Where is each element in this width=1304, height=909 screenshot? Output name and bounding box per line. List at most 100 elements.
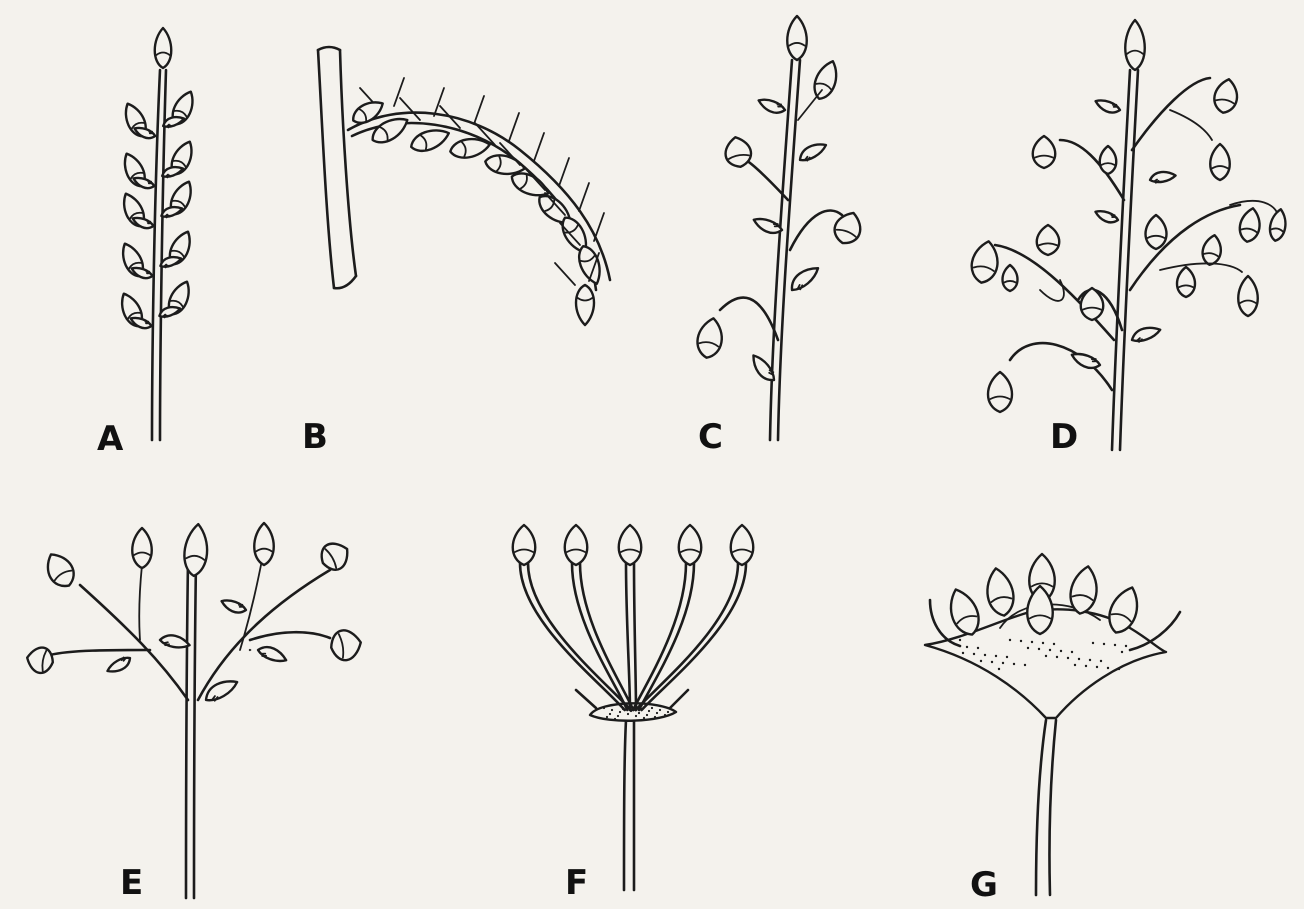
bud-outline (155, 28, 172, 68)
stipple-dot (1067, 657, 1069, 659)
bract-hatch (1111, 214, 1116, 218)
bract (787, 262, 821, 294)
stipple-dot (1089, 659, 1091, 661)
bud-outline (723, 135, 753, 169)
stipple-dot (980, 660, 982, 662)
bud-outline (1100, 146, 1117, 174)
stipple-dot (1092, 642, 1094, 644)
stem-line (152, 70, 160, 440)
stipple-dot (1031, 641, 1033, 643)
bract (256, 644, 288, 665)
stipple-dot (1053, 643, 1055, 645)
bract (757, 96, 787, 115)
stipple-dot (622, 708, 624, 710)
stipple-dot (1045, 655, 1047, 657)
bract-outline (787, 262, 821, 294)
flower-bud (1210, 144, 1230, 180)
flower-bud (408, 125, 452, 156)
bud-outline (316, 537, 354, 574)
stipple-dot (1027, 647, 1029, 649)
flower-bud (619, 525, 642, 565)
bud-outline (25, 645, 55, 675)
stipple-dot (959, 639, 961, 641)
flower-bud (513, 525, 536, 565)
bud-outline (132, 528, 152, 568)
bract (129, 315, 153, 330)
bract-outline (1130, 323, 1162, 344)
stipple-dot (977, 647, 979, 649)
panel-label-d: D (1050, 420, 1078, 454)
flower-bud (576, 285, 594, 325)
stipple-dot (646, 714, 648, 716)
bud-outline (408, 125, 452, 156)
bud-outline (1212, 77, 1240, 114)
flower-bud (329, 628, 364, 663)
flower-bud (1067, 564, 1100, 616)
stipple-dot (991, 661, 993, 663)
panel-d-panicle (969, 20, 1288, 450)
stem-line (720, 298, 778, 340)
bud-outline (695, 316, 726, 360)
stipple-dot (984, 654, 986, 656)
stem-line (186, 560, 188, 898)
bud-outline (1201, 234, 1224, 267)
stipple-dot (1024, 664, 1026, 666)
flower-bud (695, 316, 726, 360)
flower-bud (565, 525, 588, 565)
bud-outline (513, 525, 536, 565)
flower-bud (1146, 215, 1167, 249)
bud-outline (1146, 215, 1167, 249)
bud-outline (1037, 225, 1060, 255)
panel-label-a: A (97, 422, 123, 456)
bract-outline (202, 675, 240, 705)
flower-bud (1003, 265, 1018, 291)
flower-bud (983, 566, 1016, 618)
bud-outline (1177, 267, 1195, 297)
stipple-dot (635, 715, 637, 717)
bract-outline (797, 139, 829, 164)
stem-line (572, 563, 627, 710)
bract (1149, 170, 1176, 184)
bract (220, 597, 248, 615)
stipple-dot (1074, 664, 1076, 666)
flower-bud (1037, 225, 1060, 255)
stem-line (334, 276, 356, 288)
stipple-dot (1071, 651, 1073, 653)
flower-bud (1238, 276, 1258, 316)
stipple-dot (1049, 649, 1051, 651)
stipple-dot (656, 712, 658, 714)
stipple-dot (638, 712, 640, 714)
panel-e-corymb (25, 523, 363, 898)
panel-label-b: B (302, 420, 328, 454)
bract (106, 655, 133, 676)
bud-outline (1237, 207, 1262, 244)
flower-bud (1237, 207, 1262, 244)
bract (1130, 323, 1162, 344)
stipple-dot (1107, 667, 1109, 669)
bract-outline (1149, 170, 1176, 184)
bract (131, 215, 155, 230)
bract-hatch (146, 271, 150, 275)
flower-bud (787, 16, 807, 60)
panel-a-spike (116, 28, 198, 440)
panel-g-head (925, 554, 1180, 895)
stipple-dot (1020, 640, 1022, 642)
stipple-dot (1118, 668, 1120, 670)
stem-line (1170, 110, 1212, 140)
bud-outline (679, 525, 702, 565)
flower-bud (1268, 208, 1288, 242)
stem-line (1160, 263, 1242, 272)
stem-line (318, 50, 334, 288)
stipple-dot (973, 653, 975, 655)
flower-bud (723, 135, 753, 169)
stem-line (340, 50, 356, 276)
stipple-dot (614, 718, 616, 720)
bract-hair (440, 96, 484, 128)
stipple-dot (962, 652, 964, 654)
flower-bud (810, 58, 842, 102)
bud-outline (831, 209, 866, 248)
stipple-dot (1002, 662, 1004, 664)
flower-bud (132, 528, 152, 568)
flower-bud (1100, 146, 1117, 174)
